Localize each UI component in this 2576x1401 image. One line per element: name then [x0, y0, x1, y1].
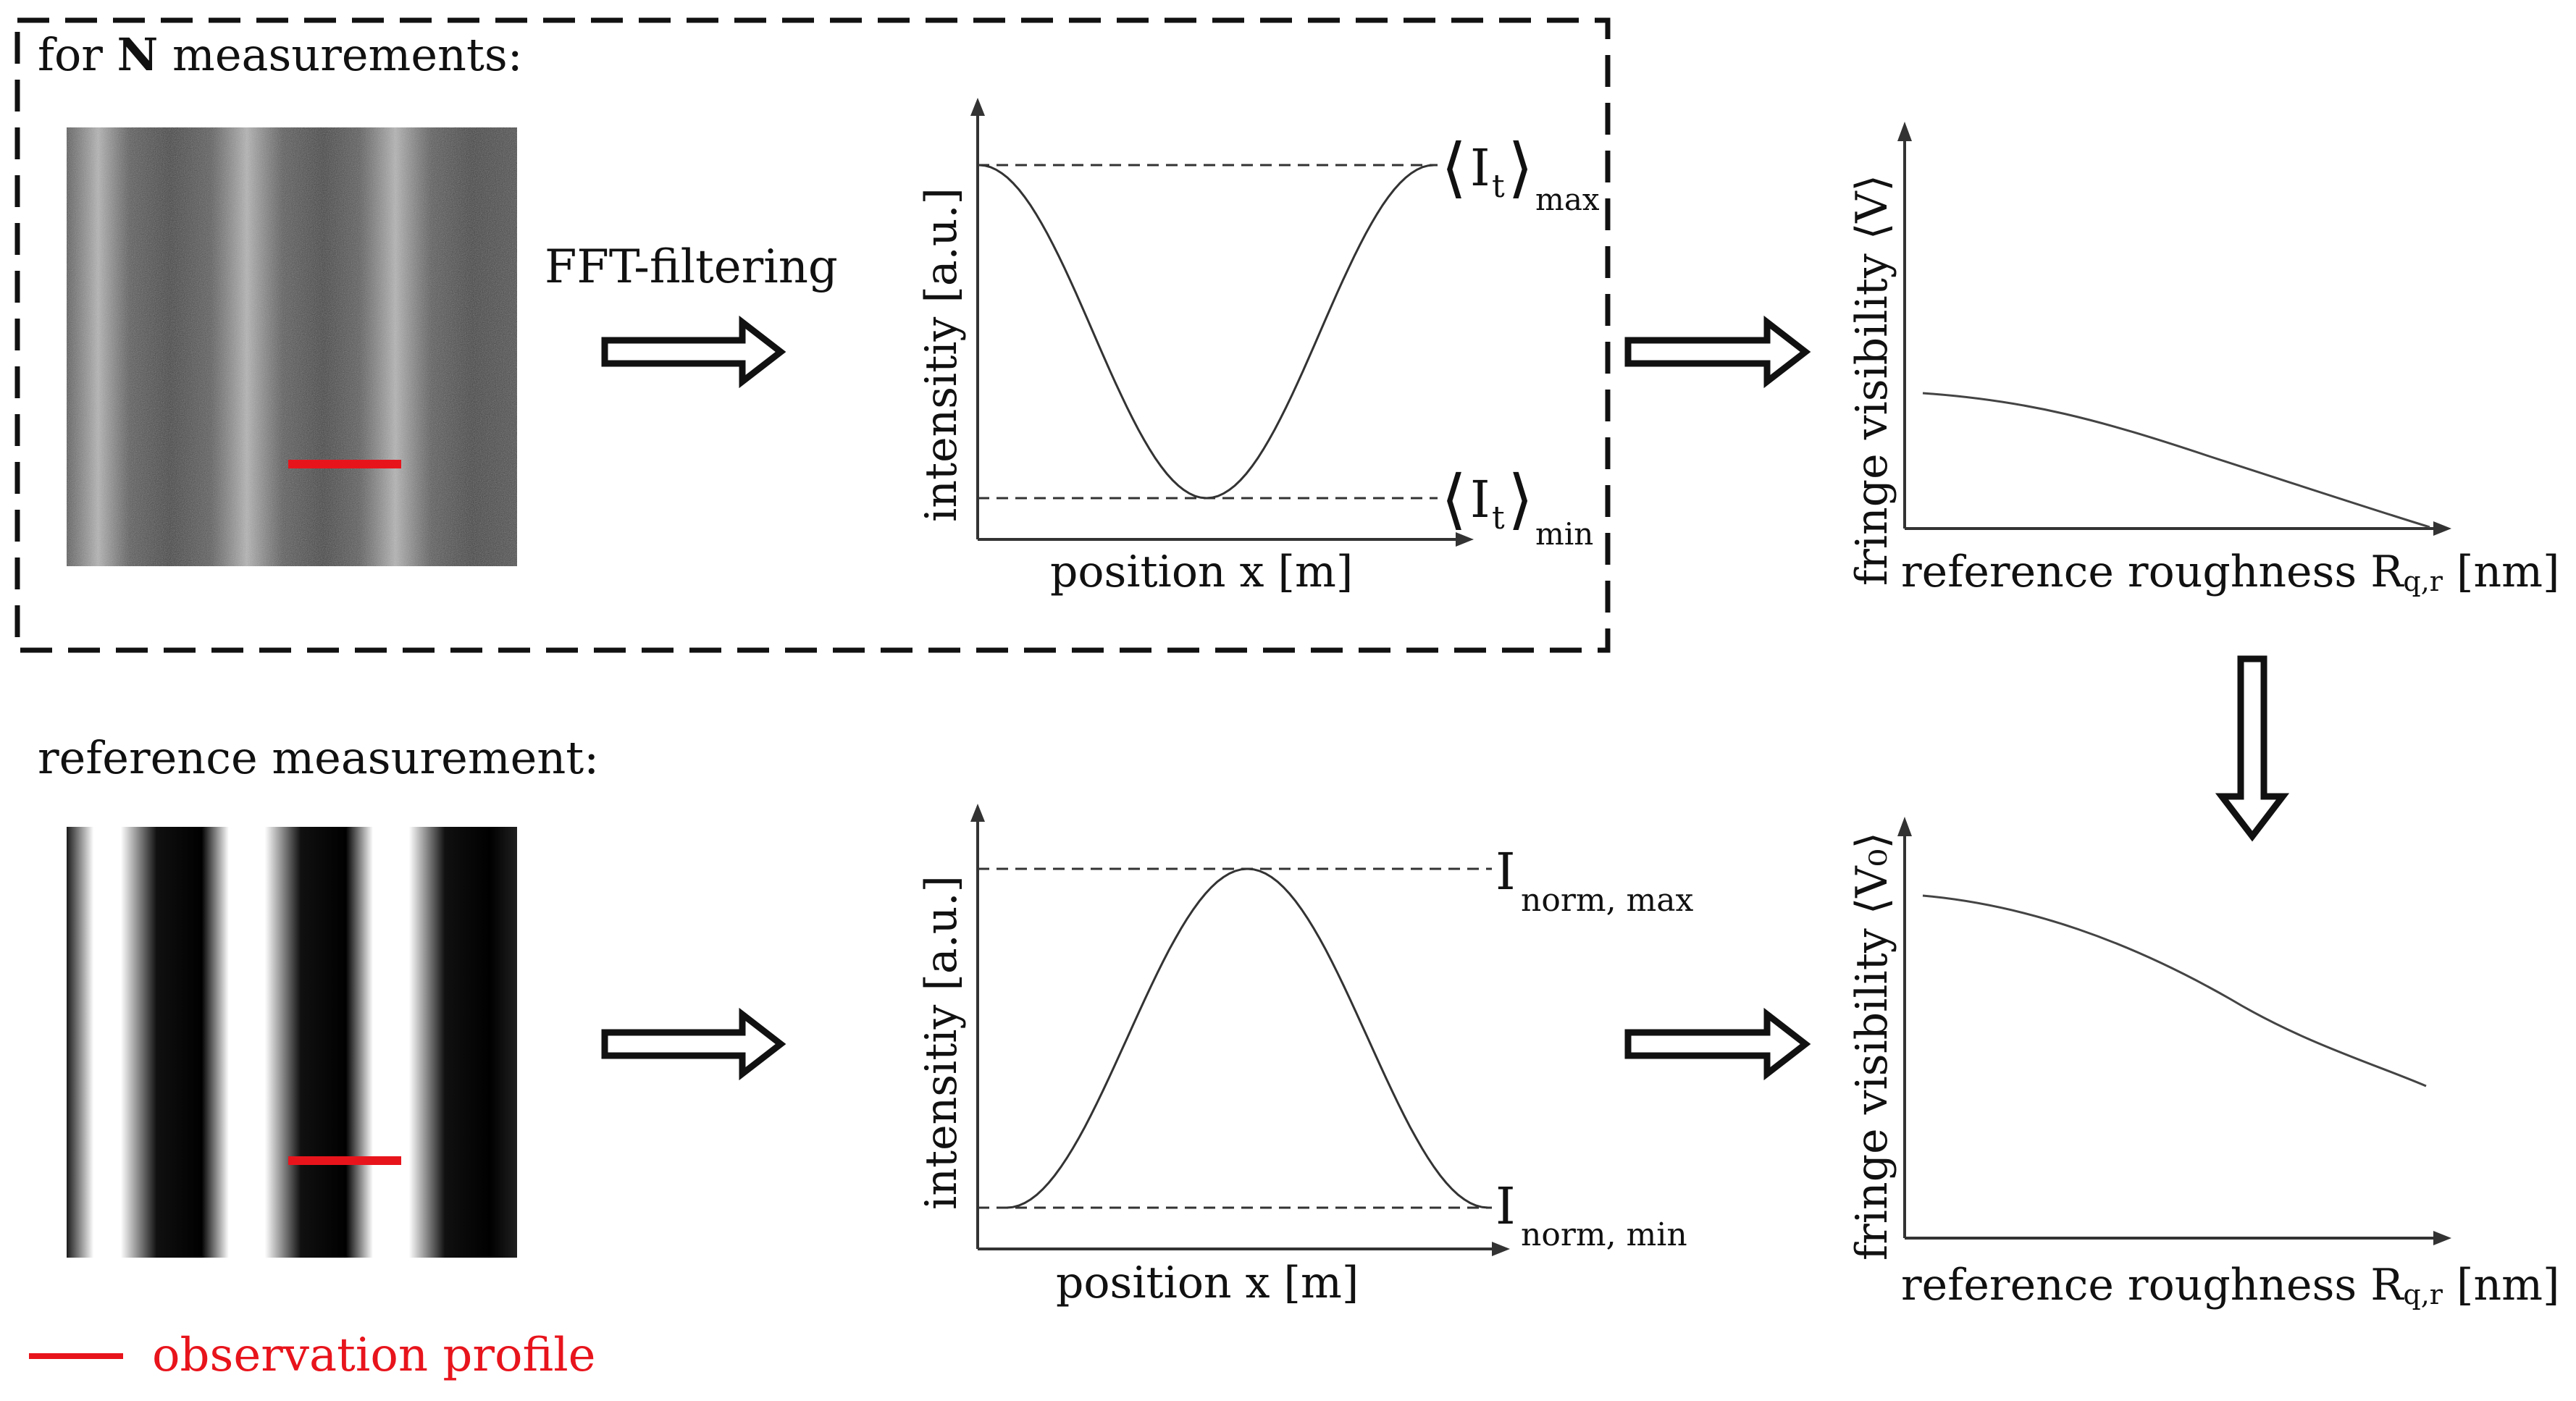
top-profile-xlabel: position x [m] — [1050, 547, 1353, 597]
bottom-profile-plot — [970, 804, 1510, 1256]
arrow-bottom-1 — [601, 1007, 786, 1081]
svg-text:I: I — [1495, 1177, 1516, 1236]
svg-text:min: min — [1535, 516, 1593, 552]
svg-text:⟩: ⟩ — [1508, 461, 1533, 537]
bottom-min-label: I norm, min — [1495, 1177, 1687, 1253]
bottom-profile-xlabel: position x [m] — [1056, 1258, 1359, 1308]
svg-text:⟨: ⟨ — [1441, 461, 1467, 537]
svg-text:⟨: ⟨ — [1441, 130, 1467, 206]
noisy-fringe-image — [67, 127, 517, 566]
measurement-group-box — [14, 17, 1611, 653]
top-profile-ylabel: intensitiy [a.u.] — [916, 188, 967, 522]
svg-text:max: max — [1535, 182, 1600, 217]
arrow-bottom-2 — [1624, 1007, 1811, 1081]
clean-fringe-image — [67, 827, 517, 1258]
legend-label: observation profile — [152, 1329, 596, 1382]
fft-filtering-label: FFT-filtering — [545, 240, 838, 294]
svg-text:norm, max: norm, max — [1521, 882, 1694, 919]
arrow-down — [2215, 655, 2290, 842]
svg-text:I: I — [1495, 842, 1516, 901]
top-visibility-xlabel: reference roughness Rq,r [nm] — [1901, 547, 2559, 597]
svg-text:norm, min: norm, min — [1521, 1216, 1687, 1253]
bottom-profile-ylabel: intensitiy [a.u.] — [916, 875, 967, 1210]
svg-text:⟩: ⟩ — [1508, 130, 1533, 206]
svg-text:t: t — [1492, 500, 1505, 537]
svg-text:t: t — [1492, 168, 1505, 205]
top-header: for N measurements: — [38, 28, 523, 81]
top-visibility-plot — [1897, 122, 2451, 536]
top-max-label: ⟨ I t ⟩ max — [1441, 130, 1600, 217]
arrow-top-1 — [601, 315, 786, 389]
bottom-max-label: I norm, max — [1495, 842, 1694, 919]
bottom-visibility-plot — [1897, 817, 2451, 1245]
bottom-header: reference measurement: — [38, 731, 599, 784]
bottom-visibility-ylabel: fringe visibility ⟨V₀⟩ — [1847, 832, 1897, 1261]
top-visibility-ylabel: fringe visibility ⟨V⟩ — [1847, 174, 1897, 586]
svg-text:I: I — [1470, 470, 1490, 529]
top-profile-plot — [970, 98, 1474, 547]
bottom-visibility-xlabel: reference roughness Rq,r [nm] — [1901, 1260, 2559, 1310]
arrow-top-2 — [1624, 315, 1811, 389]
svg-text:I: I — [1470, 138, 1490, 198]
top-min-label: ⟨ I t ⟩ min — [1441, 461, 1593, 552]
